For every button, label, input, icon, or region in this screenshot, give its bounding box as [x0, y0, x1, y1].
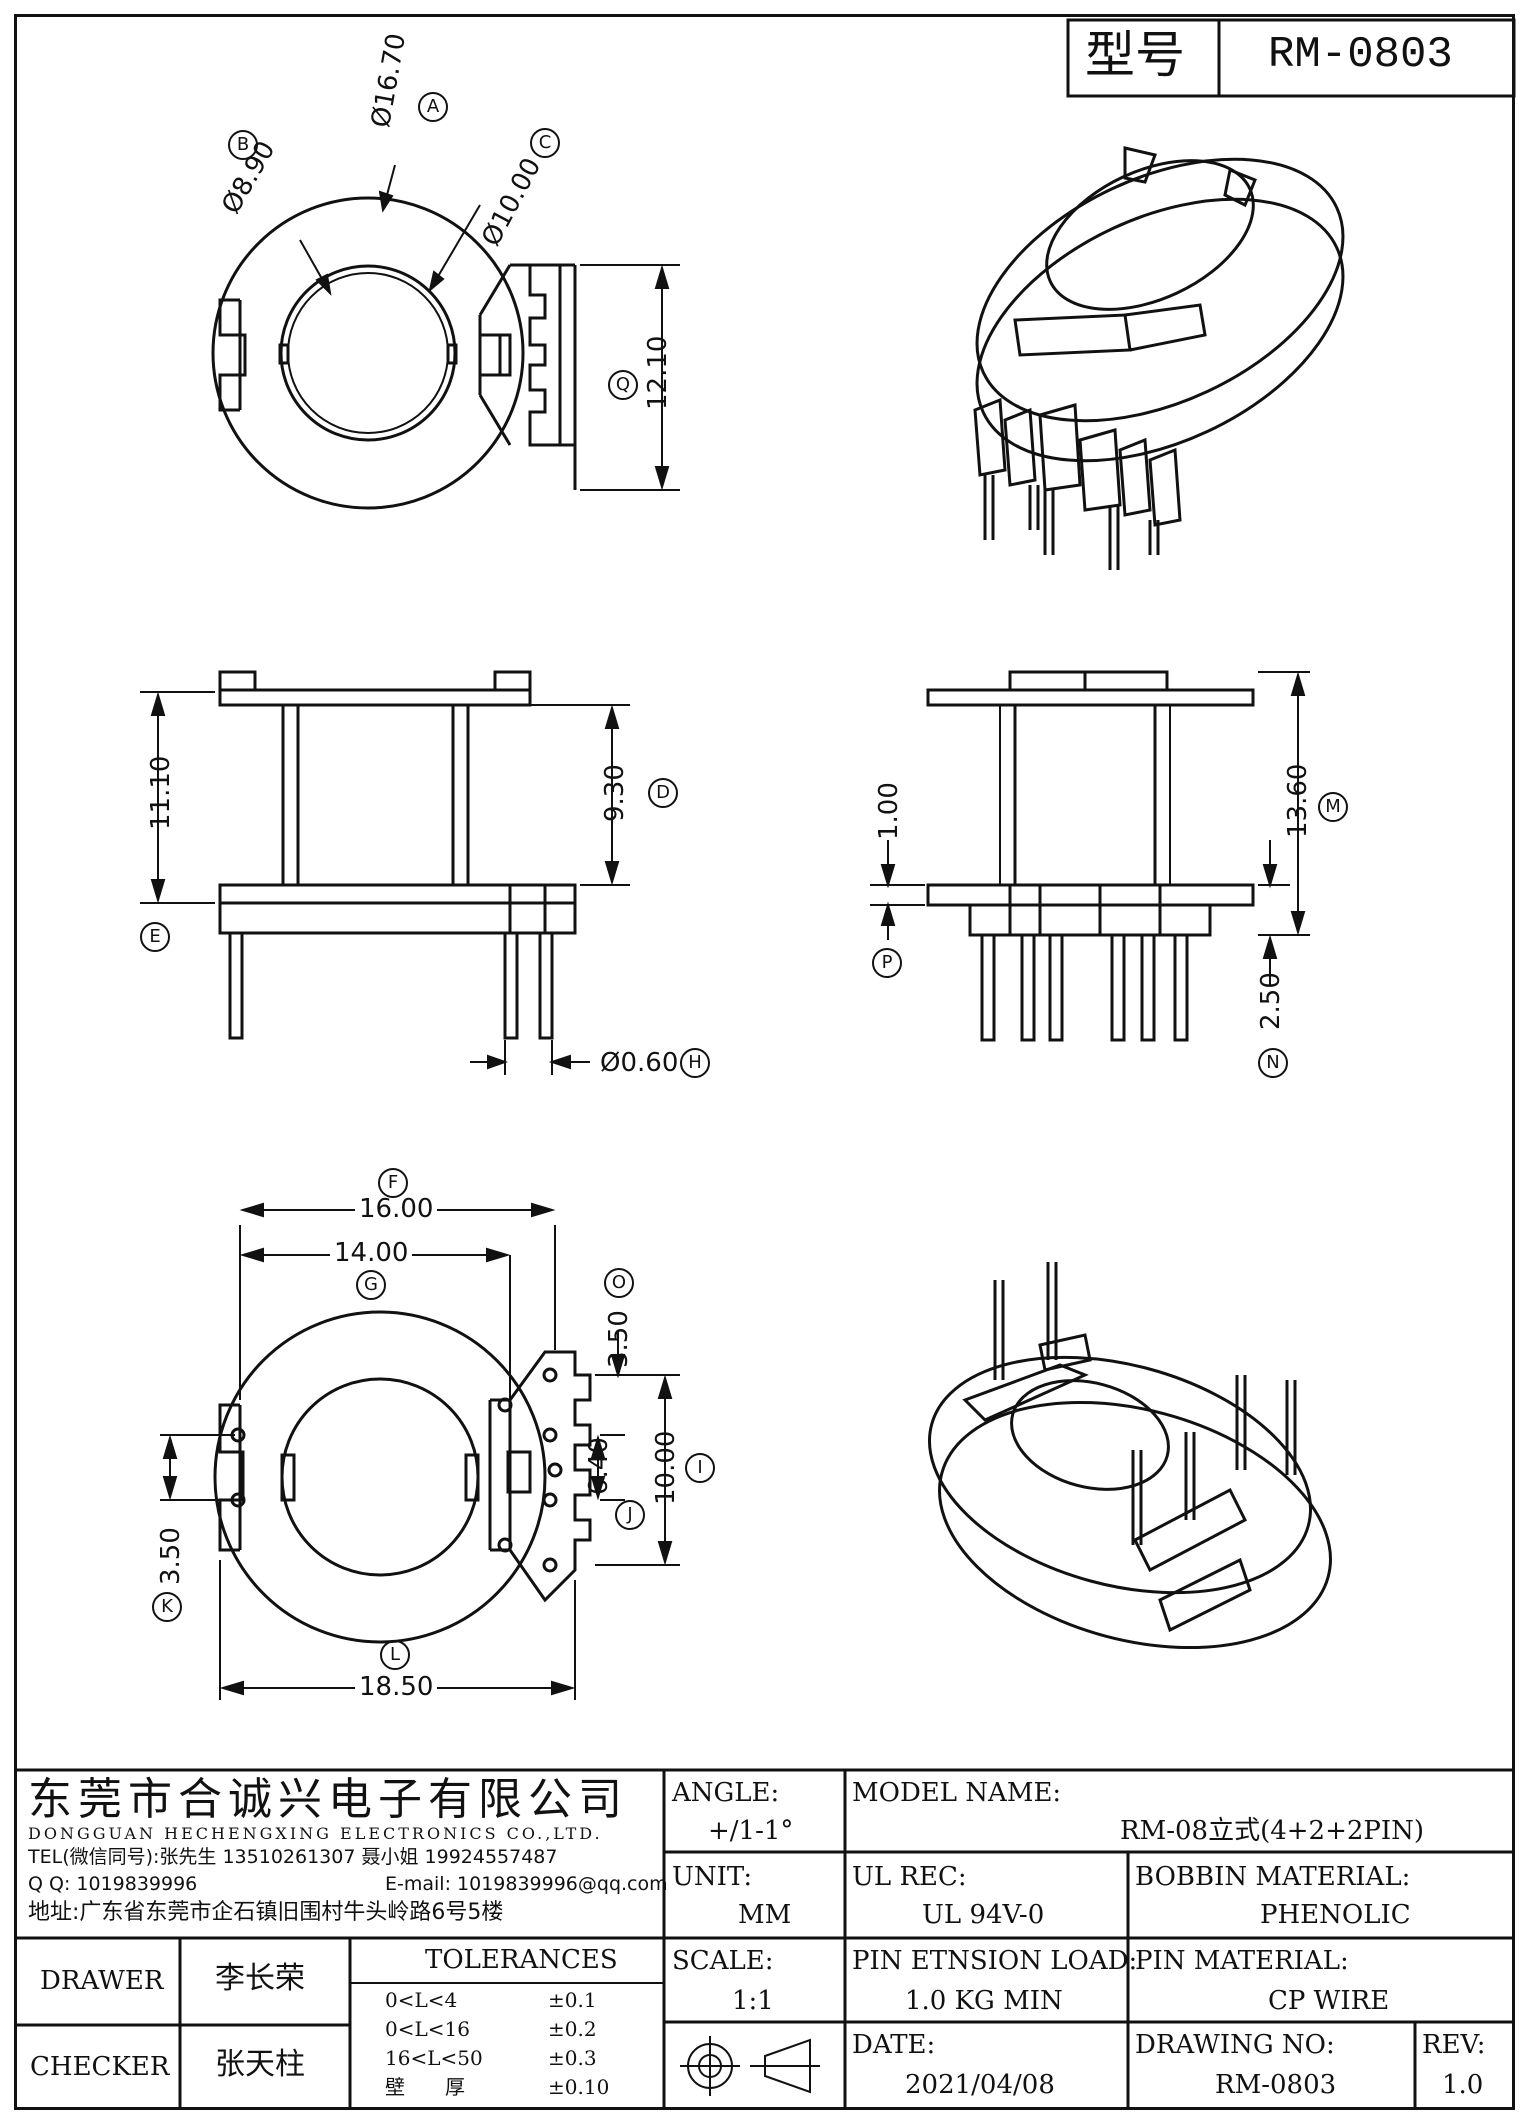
model-name-value: RM-08立式(4+2+2PIN): [1120, 1816, 1425, 1846]
dim-H: Ø0.60: [600, 1048, 679, 1078]
marker-E: E: [140, 922, 170, 952]
date-value: 2021/04/08: [905, 2070, 1055, 2100]
company-email: E-mail: 1019839996@qq.com: [385, 1873, 668, 1895]
marker-D: D: [648, 778, 678, 808]
dim-L: 18.50: [355, 1674, 438, 1700]
company-tel: TEL(微信同号):张先生 13510261307 聂小姐 1992455748…: [28, 1846, 558, 1868]
marker-H: H: [680, 1048, 710, 1078]
marker-G: G: [356, 1270, 386, 1300]
rev-value: 1.0: [1442, 2070, 1484, 2100]
scale-value: 1:1: [732, 1986, 774, 2016]
dim-P: 1.00: [874, 782, 904, 840]
dim-K: 3.50: [156, 1527, 186, 1585]
tolerance-value-2: ±0.3: [548, 2046, 597, 2070]
company-name-en: DONGGUAN HECHENGXING ELECTRONICS CO.,LTD…: [28, 1824, 603, 1843]
angle-label: ANGLE:: [672, 1778, 780, 1808]
angle-value: +/1-1°: [708, 1816, 794, 1846]
dim-G: 14.00: [330, 1240, 413, 1266]
bottom-view: [213, 1310, 592, 1644]
tolerance-range-3: 壁 厚: [385, 2075, 465, 2099]
dim-M: 13.60: [1283, 763, 1313, 838]
marker-L: L: [380, 1640, 410, 1670]
dim-O: 3.50: [604, 1310, 634, 1368]
pin-material-label: PIN MATERIAL:: [1135, 1946, 1349, 1976]
checker-name: 张天柱: [215, 2047, 305, 2082]
tolerance-range-0: 0<L<4: [385, 1988, 458, 2012]
dim-E: 11.10: [146, 755, 176, 830]
checker-label: CHECKER: [30, 2052, 170, 2082]
side-view: [926, 670, 1255, 1042]
iso-view-top: [973, 146, 1345, 570]
scale-label: SCALE:: [672, 1946, 774, 1976]
marker-O: O: [604, 1268, 634, 1298]
drawer-label: DRAWER: [40, 1966, 164, 1996]
dim-D: 9.30: [600, 764, 630, 822]
company-qq: Q Q: 1019839996: [28, 1873, 198, 1895]
dim-I: 10.00: [651, 1430, 681, 1505]
company-name-cn: 东莞市合诚兴电子有限公司: [28, 1774, 628, 1825]
dim-F: 16.00: [355, 1196, 438, 1222]
company-address: 地址:广东省东莞市企石镇旧围村牛头岭路6号5楼: [28, 1900, 504, 1925]
projection-symbol: [680, 2036, 820, 2096]
unit-value: MM: [738, 1900, 792, 1930]
tolerances-title: TOLERANCES: [425, 1945, 618, 1975]
type-label: 型号: [1085, 26, 1185, 84]
pin-material-value: CP WIRE: [1268, 1986, 1390, 2016]
marker-F: F: [378, 1168, 408, 1198]
model-name-label: MODEL NAME:: [852, 1778, 1062, 1808]
dim-N: 2.50: [1256, 972, 1286, 1030]
dim-Q: 12.10: [643, 335, 673, 410]
marker-N: N: [1258, 1048, 1288, 1078]
drawer-name: 李长荣: [215, 1961, 305, 1996]
marker-K: K: [152, 1592, 182, 1622]
date-label: DATE:: [852, 2030, 936, 2060]
model-header: RM-0803: [1268, 30, 1453, 80]
tolerance-value-0: ±0.1: [548, 1988, 597, 2012]
bobbin-label: BOBBIN MATERIAL:: [1135, 1862, 1411, 1892]
bobbin-value: PHENOLIC: [1260, 1900, 1411, 1930]
drawing-no-value: RM-0803: [1215, 2070, 1337, 2100]
marker-P: P: [872, 948, 902, 978]
marker-I: I: [685, 1453, 715, 1483]
pin-load-value: 1.0 KG MIN: [905, 1986, 1063, 2016]
drawing-no-label: DRAWING NO:: [1135, 2030, 1335, 2060]
marker-C: C: [530, 128, 560, 158]
tolerance-value-1: ±0.2: [548, 2017, 597, 2041]
top-view: [211, 196, 577, 510]
marker-M: M: [1318, 792, 1348, 822]
tolerance-range-1: 0<L<16: [385, 2017, 470, 2041]
iso-view-bottom: [928, 1262, 1332, 1650]
front-view: [218, 670, 577, 1040]
dim-J: 6.40: [584, 1437, 614, 1495]
ul-label: UL REC:: [852, 1862, 967, 1892]
marker-B: B: [228, 130, 258, 160]
ul-value: UL 94V-0: [922, 1900, 1045, 1930]
tolerance-range-2: 16<L<50: [385, 2046, 483, 2070]
drawing-sheet: [14, 14, 1515, 2110]
marker-Q: Q: [608, 370, 638, 400]
tolerance-value-3: ±0.10: [548, 2075, 610, 2099]
marker-J: J: [615, 1500, 645, 1530]
pin-load-label: PIN ETNSION LOAD:: [852, 1946, 1138, 1976]
unit-label: UNIT:: [672, 1862, 753, 1892]
marker-A: A: [418, 92, 448, 122]
rev-label: REV:: [1422, 2030, 1486, 2060]
